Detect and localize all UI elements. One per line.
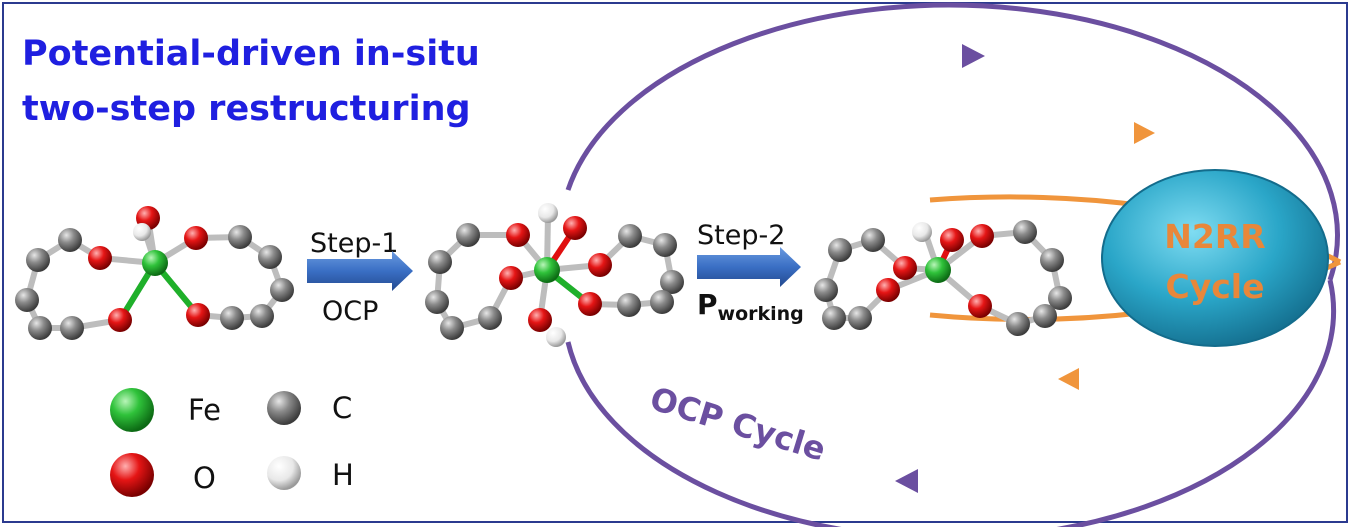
atom-h: [546, 327, 566, 347]
atom-o: [876, 278, 900, 302]
step-2: Step-2 Pworking: [697, 220, 804, 325]
atom-c: [428, 250, 452, 274]
atom-c: [258, 245, 282, 269]
atom-c: [650, 290, 674, 314]
atom-o: [186, 303, 210, 327]
atom-c: [653, 233, 677, 257]
step-1-condition: OCP: [322, 296, 378, 327]
atom-h: [133, 223, 151, 241]
molecule-1-atoms: [15, 206, 294, 340]
atom-o: [499, 266, 523, 290]
atom-c: [848, 306, 872, 330]
atom-c: [660, 270, 684, 294]
legend-o-swatch: [110, 453, 154, 497]
n2rr-cycle-arrowhead-top: [1134, 122, 1155, 144]
atom-c: [828, 238, 852, 262]
legend-o-label: O: [193, 461, 216, 495]
legend-h-label: H: [332, 458, 354, 492]
molecule-3-atoms: [814, 220, 1072, 336]
n2rr-label-line-1: N2RR: [1164, 217, 1265, 256]
atom-c: [250, 304, 274, 328]
legend: Fe C O H: [110, 388, 354, 497]
atom-c: [28, 316, 52, 340]
step-2-arrow: [697, 247, 801, 287]
ocp-cycle-arrowhead-top: [962, 44, 985, 68]
atom-c: [1033, 304, 1057, 328]
atom-c: [440, 316, 464, 340]
ocp-cycle-label: OCP Cycle: [646, 379, 830, 468]
legend-c-swatch: [267, 391, 301, 425]
atom-o: [968, 294, 992, 318]
atom-h: [538, 203, 558, 223]
atom-o: [578, 292, 602, 316]
atom-c: [1006, 312, 1030, 336]
ocp-cycle-arrowhead-bottom: [895, 469, 918, 493]
atom-c: [617, 293, 641, 317]
atom-c: [15, 288, 39, 312]
atom-c: [822, 306, 846, 330]
atom-c: [861, 228, 885, 252]
atom-c: [478, 306, 502, 330]
atom-c: [60, 316, 84, 340]
step-1-label: Step-1: [310, 228, 398, 259]
atom-fe: [925, 257, 951, 283]
step-2-condition-main: P: [697, 288, 718, 321]
molecule-2-atoms: [425, 203, 684, 347]
atom-o: [893, 256, 917, 280]
atom-fe: [534, 257, 560, 283]
step-1: Step-1 OCP: [307, 228, 413, 327]
atom-c: [1040, 248, 1064, 272]
legend-fe-label: Fe: [188, 393, 221, 427]
atom-c: [58, 228, 82, 252]
atom-c: [814, 278, 838, 302]
atom-h: [912, 222, 932, 242]
legend-fe-swatch: [110, 388, 154, 432]
atom-o: [88, 246, 112, 270]
atom-o: [563, 216, 587, 240]
legend-h-swatch: [267, 456, 301, 490]
step-2-label: Step-2: [697, 220, 785, 251]
atom-o: [108, 308, 132, 332]
n2rr-ellipse: [1101, 169, 1329, 347]
title-line-1: Potential-driven in-situ: [22, 34, 480, 74]
legend-c-label: C: [332, 391, 352, 425]
atom-c: [1048, 286, 1072, 310]
atom-fe: [142, 250, 168, 276]
atom-o: [528, 308, 552, 332]
atom-c: [618, 224, 642, 248]
n2rr-label-line-2: Cycle: [1166, 267, 1265, 306]
atom-o: [940, 228, 964, 252]
step-2-condition: Pworking: [697, 288, 804, 325]
atom-o: [970, 224, 994, 248]
atom-o: [506, 223, 530, 247]
atom-c: [220, 306, 244, 330]
atom-c: [270, 278, 294, 302]
atom-c: [1013, 220, 1037, 244]
step-2-condition-sub: working: [718, 303, 804, 325]
atom-c: [456, 223, 480, 247]
atom-c: [26, 248, 50, 272]
atom-o: [184, 226, 208, 250]
n2rr-cycle: N2RR Cycle: [929, 122, 1342, 390]
step-1-arrow: [307, 251, 413, 291]
atom-c: [425, 290, 449, 314]
title-line-2: two-step restructuring: [22, 89, 471, 129]
atom-o: [588, 253, 612, 277]
n2rr-cycle-arrowhead-bottom: [1058, 368, 1079, 390]
atom-c: [228, 225, 252, 249]
